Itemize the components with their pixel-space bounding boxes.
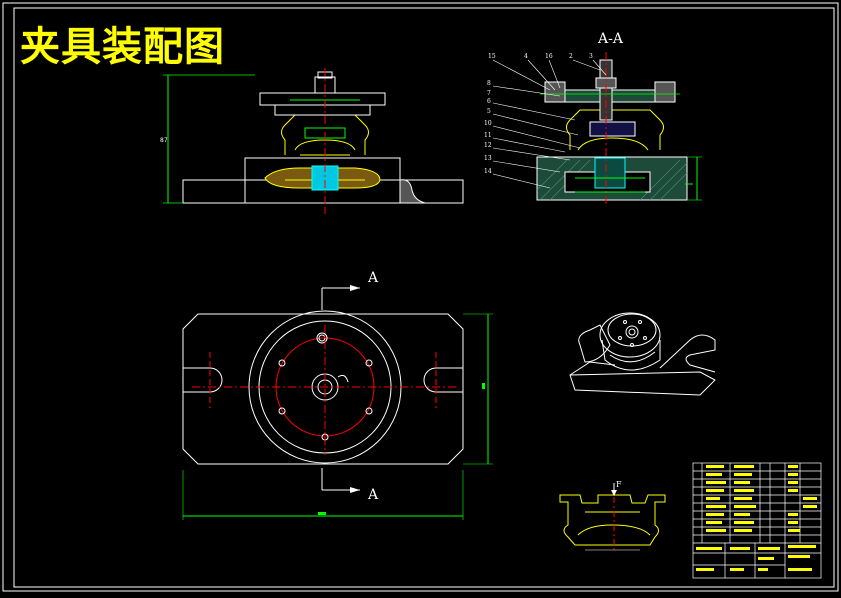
isometric-view xyxy=(569,312,716,396)
balloon-6: 6 xyxy=(487,98,491,105)
force-label: F xyxy=(616,480,622,489)
svg-text:87: 87 xyxy=(160,137,168,144)
workpiece-view xyxy=(559,483,666,552)
balloon-13: 13 xyxy=(484,155,492,162)
drawing-title: 夹具装配图 xyxy=(20,24,225,70)
balloon-3: 3 xyxy=(589,53,593,60)
balloon-16: 16 xyxy=(545,53,553,60)
balloon-7: 7 xyxy=(487,90,491,97)
top-view xyxy=(182,285,493,520)
inner-frame xyxy=(13,7,835,588)
balloon-8: 8 xyxy=(487,80,491,87)
balloon-5: 5 xyxy=(487,108,491,115)
balloon-4: 4 xyxy=(524,53,528,60)
balloon-10: 10 xyxy=(484,120,492,127)
front-view: 87 xyxy=(160,68,464,214)
balloon-11: 11 xyxy=(484,132,492,139)
balloon-15: 15 xyxy=(488,53,496,60)
balloon-2: 2 xyxy=(569,53,573,60)
title-block xyxy=(692,462,822,579)
balloon-12: 12 xyxy=(484,142,492,149)
cut-label-top: A xyxy=(368,270,379,286)
balloon-14: 14 xyxy=(484,168,492,175)
section-label: A-A xyxy=(598,31,623,47)
cut-label-bottom: A xyxy=(368,487,379,503)
section-view xyxy=(492,52,702,205)
